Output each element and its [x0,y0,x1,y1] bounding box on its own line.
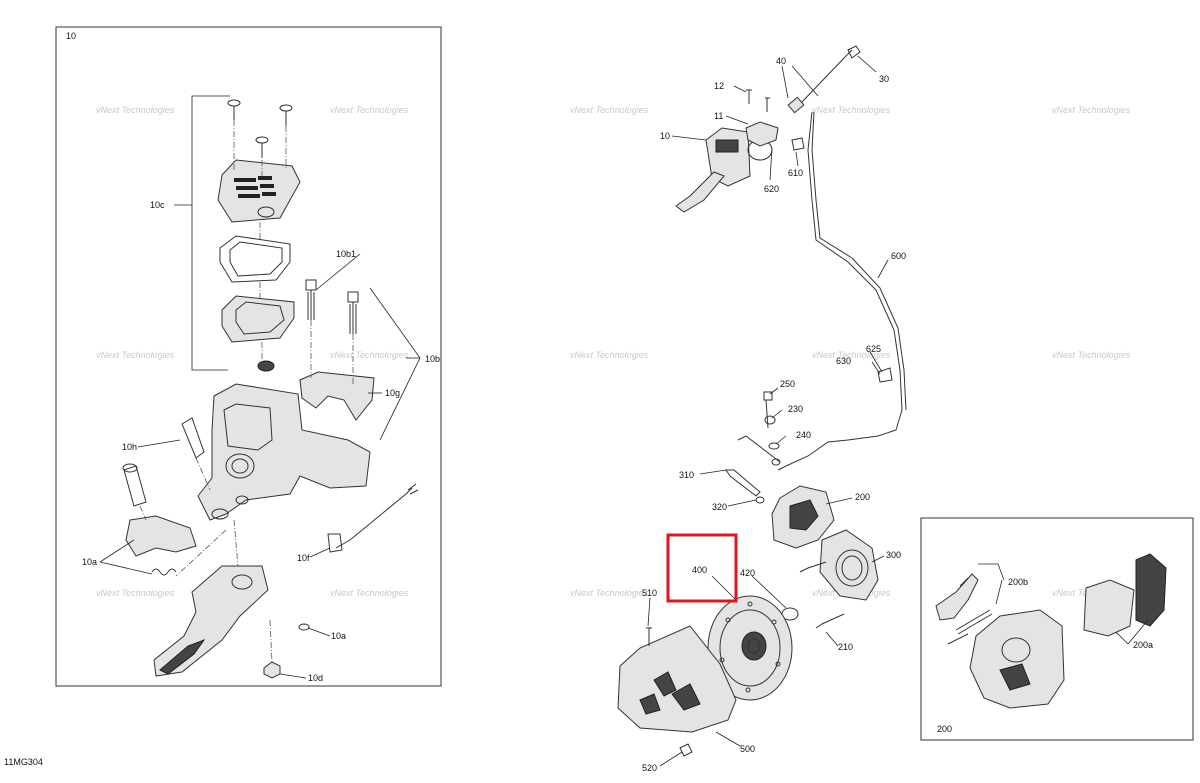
callout: 10b [425,354,440,364]
callout: 10h [122,442,137,452]
right-callouts: 12 11 10 40 30 610 620 600 625 630 250 2… [642,56,906,773]
callout: 10b1 [336,249,356,259]
callout: 200a [1133,640,1153,650]
left-callouts: 10c 10b1 10b 10g 10h 10a 10f 10a 10d [82,200,440,683]
callout: 40 [776,56,786,66]
left-panel-label: 10 [66,31,76,41]
watermark: vNext Technologies [96,350,175,360]
callout: 600 [891,251,906,261]
callout: 625 [866,344,881,354]
watermark: vNext Technologies [1052,105,1131,115]
callout: 610 [788,168,803,178]
callout: 10f [297,553,310,563]
callout: 620 [764,184,779,194]
callout: 500 [740,744,755,754]
watermark: vNext Technologies [330,588,409,598]
callout: 320 [712,502,727,512]
callout: 10c [150,200,165,210]
callout: 510 [642,588,657,598]
callout: 230 [788,404,803,414]
watermark: vNext Technologies [812,350,891,360]
callout: 520 [642,763,657,773]
watermark: vNext Technologies [1052,350,1131,360]
callout: 200b [1008,577,1028,587]
watermark: vNext Technologies [812,105,891,115]
callout: 240 [796,430,811,440]
highlight-box [666,533,738,603]
callout: 300 [886,550,901,560]
callout-highlighted: 400 [692,565,707,575]
callout: 200 [855,492,870,502]
watermarks-right: vNext Technologies vNext Technologies vN… [570,105,1131,598]
callout: 10a [331,631,346,641]
inset-callouts: 200b 200a [1008,577,1153,650]
callout: 12 [714,81,724,91]
inset-panel-label: 200 [937,724,952,734]
callout: 30 [879,74,889,84]
watermark: vNext Technologies [570,588,649,598]
callout: 420 [740,568,755,578]
diagram-code: 11MG304 [4,757,43,767]
left-panel-frame [55,26,442,687]
callout: 210 [838,642,853,652]
watermark: vNext Technologies [96,588,175,598]
callout: 10g [385,388,400,398]
watermark: vNext Technologies [570,105,649,115]
watermarks-left: vNext Technologies vNext Technologies vN… [96,105,409,598]
callout: 630 [836,356,851,366]
inset-panel-frame [920,517,1194,741]
caliper-detail [935,553,1167,709]
cover-logo [234,176,276,198]
watermark: vNext Technologies [330,350,409,360]
master-cylinder-exploded [99,95,421,679]
callout: 11 [714,111,723,121]
callout: 310 [679,470,694,480]
watermark: vNext Technologies [96,105,175,115]
callout: 250 [780,379,795,389]
brake-system-drawing [617,45,907,767]
callout: 10 [660,131,670,141]
callout: 10a [82,557,97,567]
callout: 10d [308,673,323,683]
watermark: vNext Technologies [570,350,649,360]
watermark: vNext Technologies [330,105,409,115]
